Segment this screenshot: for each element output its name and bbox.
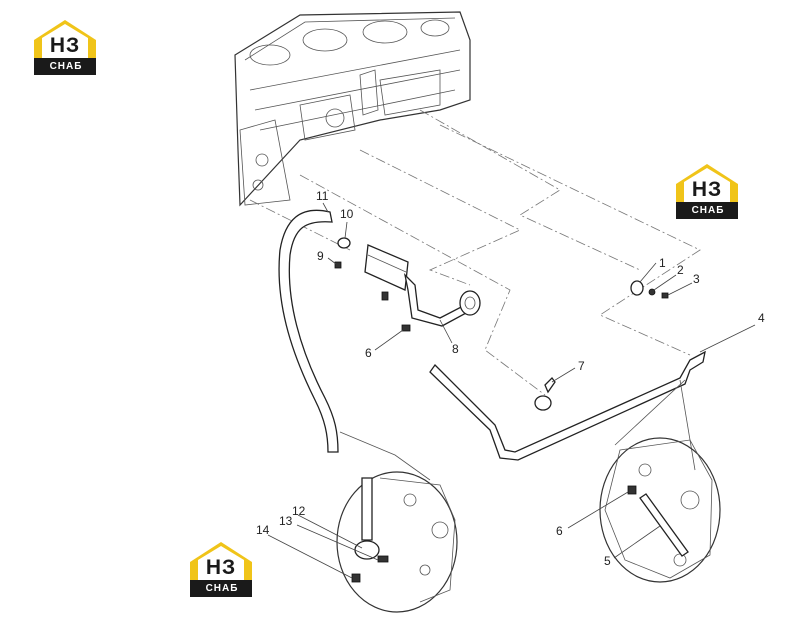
pipe-5 xyxy=(639,493,689,557)
callout-5: 5 xyxy=(604,554,611,568)
logo-subtitle: СНАБ xyxy=(691,205,725,216)
detail-view-right xyxy=(599,379,721,583)
leader-lines xyxy=(267,202,756,579)
small-parts-upper xyxy=(334,237,411,332)
logo-letters: НЗ xyxy=(205,556,237,579)
detail-view-left xyxy=(336,431,458,613)
callout-9: 9 xyxy=(317,249,324,263)
bolt-14 xyxy=(351,573,361,583)
callout-8: 8 xyxy=(452,342,459,356)
clamp-12 xyxy=(354,540,380,560)
logo-subtitle: СНАБ xyxy=(49,61,83,72)
fitting-6 xyxy=(401,324,411,332)
pipe-4 xyxy=(429,350,706,461)
callout-13: 13 xyxy=(279,514,293,528)
washer-2 xyxy=(648,288,656,296)
clamp-10 xyxy=(337,237,351,249)
callout-4: 4 xyxy=(758,311,765,325)
logo-letters: НЗ xyxy=(691,178,723,201)
callout-2: 2 xyxy=(677,263,684,277)
pipe-assembly-8 xyxy=(364,244,481,327)
logo-letters: НЗ xyxy=(49,34,81,57)
fitting-7 xyxy=(534,377,556,411)
clamp-parts-1-3 xyxy=(630,280,669,299)
engine-block xyxy=(234,11,471,207)
logo-subtitle: СНАБ xyxy=(205,583,239,594)
washer-13 xyxy=(377,555,389,563)
callout-7: 7 xyxy=(578,359,585,373)
callout-10: 10 xyxy=(340,207,354,221)
hose-11 xyxy=(278,209,339,453)
bolt-9 xyxy=(334,261,342,269)
house-logo-icon xyxy=(190,542,252,597)
house-logo-icon xyxy=(676,164,738,219)
callout-14: 14 xyxy=(256,523,270,537)
brand-logo-right: НЗ СНАБ xyxy=(674,162,740,220)
callout-12: 12 xyxy=(292,504,306,518)
callout-labels: 11 10 9 1 2 3 4 6 8 7 6 5 12 13 14 xyxy=(256,189,765,568)
callout-6-lower: 6 xyxy=(556,524,563,538)
callout-11: 11 xyxy=(316,189,329,203)
brand-logo-bottom-left: НЗ СНАБ xyxy=(188,540,254,598)
callout-1: 1 xyxy=(659,256,666,270)
house-logo-icon xyxy=(34,20,96,75)
clamp-1 xyxy=(630,280,644,296)
bolt-3 xyxy=(661,292,669,299)
callout-6-upper: 6 xyxy=(365,346,372,360)
brand-logo-top-left: НЗ СНАБ xyxy=(32,18,98,76)
callout-3: 3 xyxy=(693,272,700,286)
fitting-6-detail xyxy=(627,485,637,495)
